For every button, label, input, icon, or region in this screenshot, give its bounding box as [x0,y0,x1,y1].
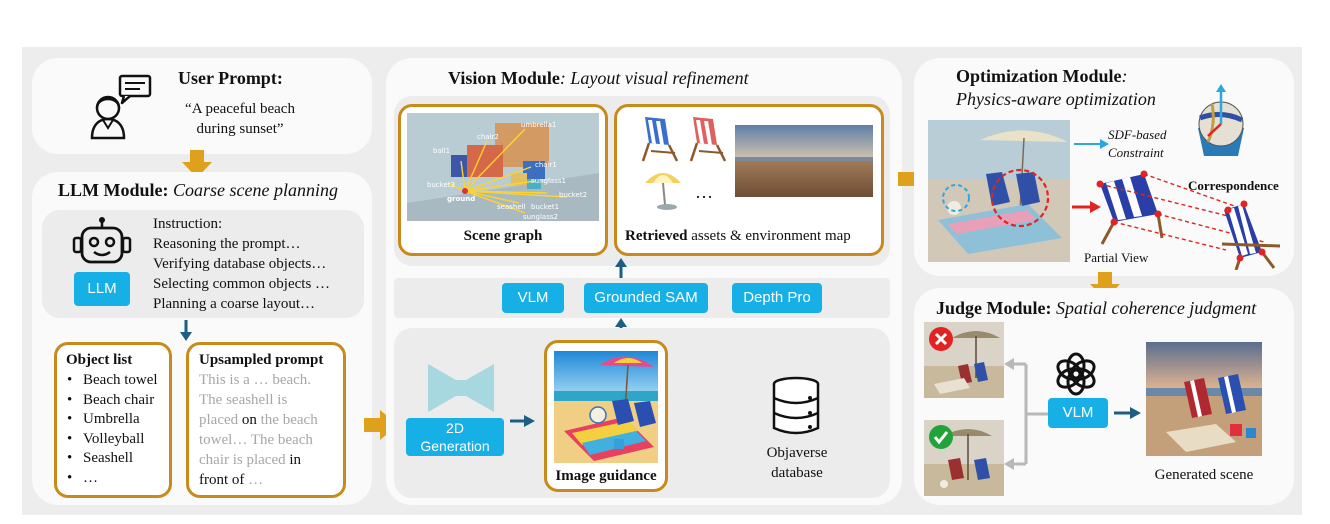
judge-vlm-badge: VLM [1048,398,1108,428]
scene-node-label: ball1 [433,147,450,155]
accepted-scene-image [924,420,1004,496]
environment-map-image [735,125,873,197]
sdf-label-line2: Constraint [1108,145,1164,160]
arrow-right-small-icon [1114,407,1141,419]
llm-module-title: LLM Module: Coarse scene planning [58,180,338,200]
object-item: Beach chair [63,391,158,411]
instruction-line-4: Planning a coarse layout… [153,296,316,312]
beach-chair-icon [641,117,679,162]
optimization-module-title: Optimization Module: [956,66,1128,86]
upsampled-prompt-title: Upsampled prompt [199,352,324,368]
scene-node-label: ground [447,195,475,203]
optimization-module-subtitle: Physics-aware optimization [956,89,1156,109]
object-list-title: Object list [66,352,133,368]
reject-icon [929,327,953,351]
llm-badge: LLM [74,272,130,306]
scene-node-label: bucket3 [427,181,455,189]
object-item: Seashell [63,449,158,469]
llm-module-panel: LLM Module: Coarse scene planning LLM In… [32,172,372,505]
2d-generation-badge: 2D Generation [406,418,504,456]
judge-module-panel: Judge Module: Spatial coherence judgment [914,288,1294,505]
instruction-line-2: Verifying database objects… [153,256,327,272]
scene-graph-box: chair2 umbrella1 ball1 chair1 bucket3 su… [398,104,608,256]
scene-node-label: bucket2 [559,191,587,199]
user-prompt-line1: “A peaceful beach [185,101,295,117]
grounded-sam-tool-badge: Grounded SAM [584,283,708,313]
optimization-module-panel: Optimization Module: Physics-aware optim… [914,58,1294,276]
assets-ellipsis: … [695,182,713,202]
upsampled-line-3: placed on the beach [199,412,318,428]
vision-module-panel: Vision Module: Layout visual refinement … [386,58,902,505]
object-list: Beach towel Beach chair Umbrella Volleyb… [63,371,158,488]
user-speaking-icon [90,74,152,140]
scene-node-label: seashell [497,203,526,211]
scene-node-label: sunglass2 [523,213,558,221]
volleyball-bucket-icon [1198,84,1244,156]
upsampled-line-4: towel… The beach [199,432,313,448]
vlm-tool-badge: VLM [502,283,564,313]
arrow-down-icon [1090,272,1120,300]
upsampled-line-6: front of … [199,472,264,488]
judge-input-connector [1004,358,1048,470]
image-guidance-label: Image guidance [555,468,657,484]
depth-pro-tool-badge: Depth Pro [732,283,822,313]
arrow-right-small-icon [1072,201,1101,213]
arrow-up-icon [615,258,627,278]
correspondence-label: Correspondence [1188,178,1279,193]
partial-view-label: Partial View [1084,250,1149,265]
arrow-right-small-icon [1074,139,1109,149]
accept-icon [929,425,953,449]
retrieved-assets-label: Retrieved assets & environment map [625,228,851,244]
arrow-down-small-icon [180,320,192,341]
generation-model-icon [428,364,494,412]
database-label-line2: database [771,465,823,481]
database-icon [772,376,820,435]
object-item: Umbrella [63,410,158,430]
judge-module-title: Judge Module: Spatial coherence judgment [936,298,1257,318]
instruction-line-3: Selecting common objects … [153,276,331,292]
object-item: … [63,469,158,489]
scene-graph-image: chair2 umbrella1 ball1 chair1 bucket3 su… [407,113,599,221]
optimization-scene-image [928,120,1070,262]
object-item: Volleyball [63,430,158,450]
beach-chair-icon [689,117,727,162]
object-item: Beach towel [63,371,158,391]
user-prompt-title: User Prompt: [178,68,283,88]
image-guidance-box: Image guidance [544,340,668,492]
scene-graph-label: Scene graph [463,228,543,244]
scene-node-label: chair1 [535,161,557,169]
vision-module-title: Vision Module: Layout visual refinement [448,68,749,88]
upsampled-line-1: This is a … beach. [199,372,312,388]
upsampled-line-5: chair is placed in [199,452,302,468]
arrow-down-icon [182,150,212,178]
database-label-line1: Objaverse [766,445,828,461]
arrow-right-icon [364,410,398,440]
scene-node-label: umbrella1 [521,121,556,129]
object-list-box: Object list Beach towel Beach chair Umbr… [54,342,172,498]
umbrella-icon [645,173,681,210]
generated-scene-image [1146,342,1262,456]
retrieved-assets-box: … Retrieved assets & environment map [614,104,884,256]
partial-view-chair-image [1096,170,1164,245]
scene-node-label: sunglass1 [531,177,566,185]
scene-node-label: bucket1 [531,203,559,211]
image-guidance-image [554,351,658,463]
openai-logo-icon [1056,352,1096,396]
sdf-label-line1: SDF-based [1108,127,1167,142]
instruction-line-1: Reasoning the prompt… [153,236,301,252]
full-chair-image [1221,200,1281,270]
scene-node-label: chair2 [477,133,499,141]
arrow-right-small-icon [510,415,535,427]
user-prompt-panel: User Prompt: “A peaceful beach during su… [32,58,372,154]
user-prompt-line2: during sunset” [196,121,284,137]
robot-icon [72,217,132,264]
upsampled-line-2: The seashell is [199,392,288,408]
upsampled-prompt-box: Upsampled prompt This is a … beach. The … [186,342,346,498]
instruction-line-0: Instruction: [153,216,223,232]
generated-scene-label: Generated scene [1154,467,1254,483]
